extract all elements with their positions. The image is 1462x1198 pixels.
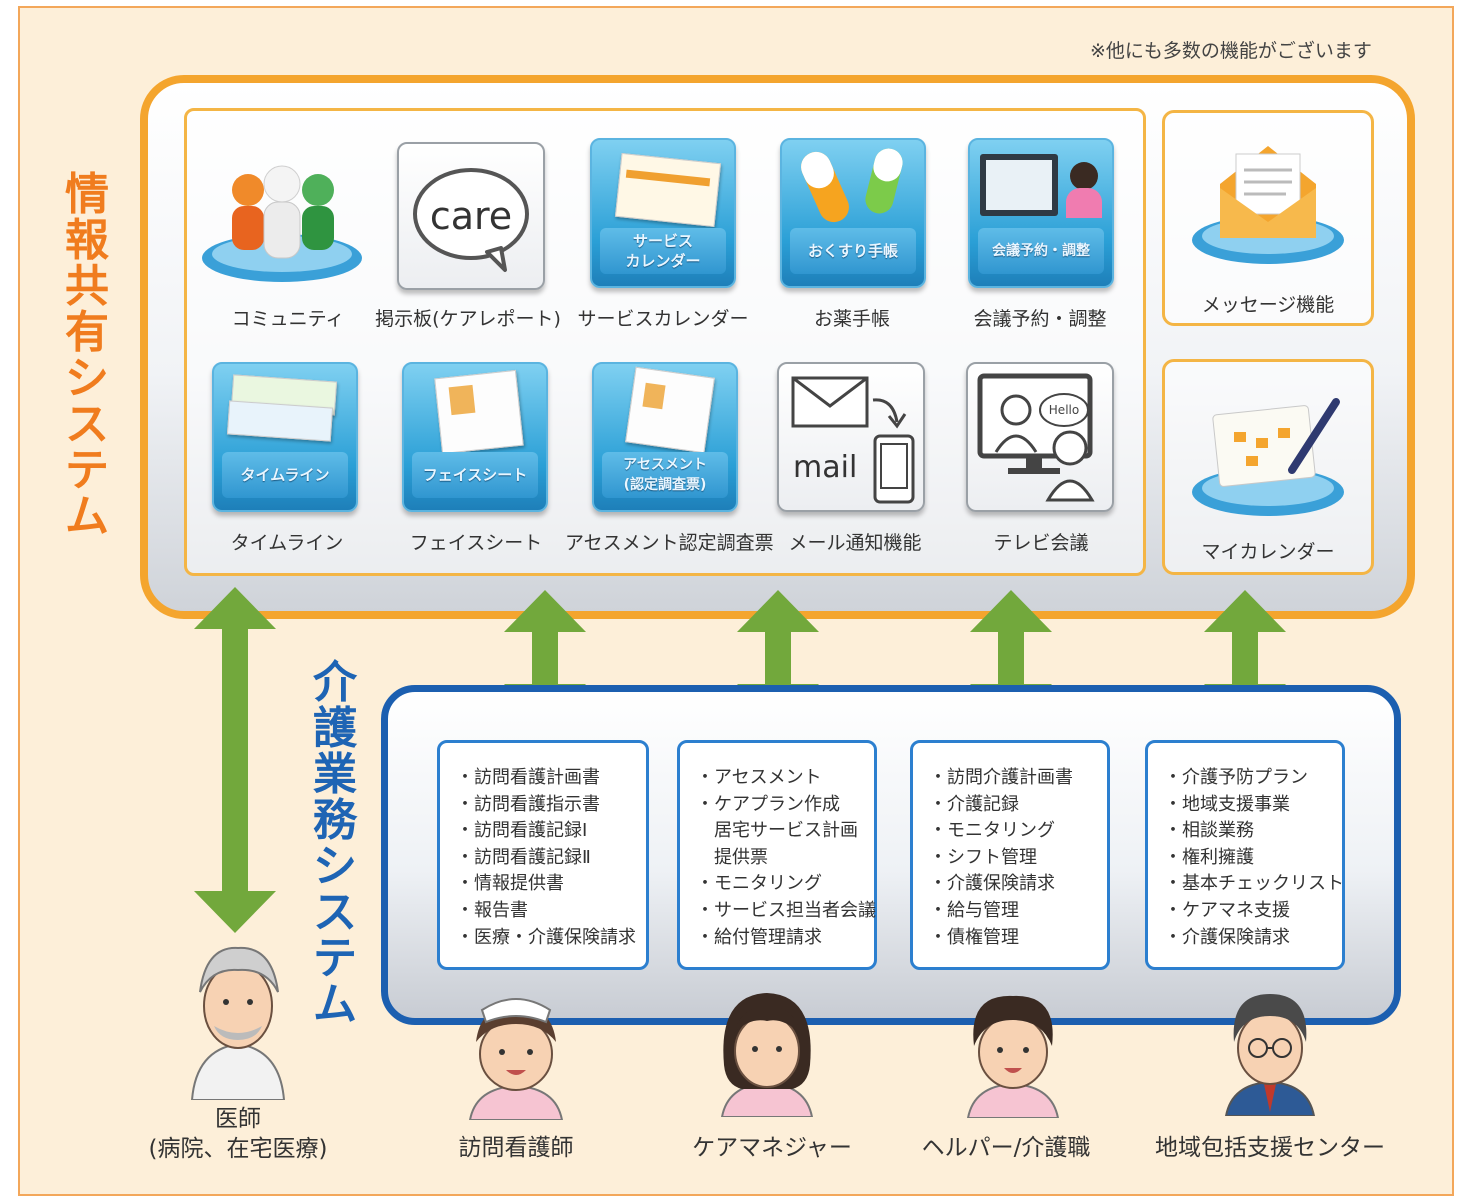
service-calendar-icon: サービス カレンダー xyxy=(590,138,736,288)
message-function-label: メッセージ機能 xyxy=(1201,294,1335,316)
meeting-icon-text: 会議予約・調整 xyxy=(978,228,1104,274)
list-item: ・ケアプラン作成 xyxy=(696,793,840,815)
community-label: コミュニティ xyxy=(231,308,345,330)
assessment-icon-line1: アセスメント xyxy=(623,457,707,473)
list-item: ・相談業務 xyxy=(1164,820,1254,842)
list-item: ・債権管理 xyxy=(929,926,1019,948)
list-item: ・シフト管理 xyxy=(929,846,1037,868)
list-item: ・給付管理請求 xyxy=(696,926,822,948)
helper-avatar xyxy=(958,990,1068,1119)
list-item: ・介護記録 xyxy=(929,793,1019,815)
service-calendar-label: サービスカレンダー xyxy=(577,308,749,330)
list-item: ・訪問看護指示書 xyxy=(456,793,600,815)
list-item: ・地域支援事業 xyxy=(1164,793,1290,815)
service-calendar-icon-line2: カレンダー xyxy=(625,252,701,270)
list-item: ・介護予防プラン xyxy=(1164,767,1308,788)
doctor-avatar xyxy=(186,940,290,1101)
list-item: ・アセスメント xyxy=(696,767,822,788)
nurse-function-list: ・訪問看護計画書 ・訪問看護指示書 ・訪問看護記録Ⅰ ・訪問看護記録Ⅱ ・情報提… xyxy=(437,740,649,970)
footnote: ※他にも多数の機能がございます xyxy=(1090,40,1372,62)
care-report-label: 掲示板(ケアレポート) xyxy=(375,308,561,330)
hello-bubble-text: Hello xyxy=(1048,403,1080,417)
list-item: ・訪問看護記録Ⅰ xyxy=(456,820,588,842)
face-sheet-icon-text: フェイスシート xyxy=(412,452,538,498)
list-item: ・モニタリング xyxy=(929,820,1055,842)
list-item: ・権利擁護 xyxy=(1164,846,1254,868)
nurse-avatar xyxy=(456,990,576,1121)
info-system-title-text: 情報共有システム xyxy=(65,169,109,542)
list-item: ・訪問看護記録Ⅱ xyxy=(456,846,591,868)
doctor-label: 医師 (病院、在宅医療) xyxy=(138,1104,338,1164)
list-item: ・ケアマネ支援 xyxy=(1164,899,1290,921)
meeting-reservation-icon: 会議予約・調整 xyxy=(968,138,1114,288)
care-system-title-text: 介護業務システム xyxy=(313,657,357,1030)
helper-label: ヘルパー/介護職 xyxy=(921,1135,1091,1161)
envelope-icon xyxy=(1186,124,1350,274)
medicine-notebook-label: お薬手帳 xyxy=(813,308,890,330)
medicine-icon-text: おくすり手帳 xyxy=(790,228,916,274)
assessment-label: アセスメント認定調査票 xyxy=(565,532,774,554)
list-item: ・訪問看護計画書 xyxy=(456,767,600,788)
service-calendar-icon-text: サービス カレンダー xyxy=(600,228,726,274)
info-system-title: 情報共有システム xyxy=(62,172,112,540)
timeline-label: タイムライン xyxy=(230,532,344,554)
doctor-label-sub: (病院、在宅医療) xyxy=(148,1136,328,1162)
list-item: ・医療・介護保険請求 xyxy=(456,926,636,948)
list-item: ・モニタリング xyxy=(696,873,822,895)
assessment-icon-line2: (認定調査票) xyxy=(623,477,707,493)
assessment-icon-text: アセスメント (認定調査票) xyxy=(602,452,728,498)
mail-notification-icon: mail xyxy=(777,362,925,512)
timeline-icon-text: タイムライン xyxy=(222,452,348,498)
care-manager-function-list: ・アセスメント ・ケアプラン作成 居宅サービス計画 提供票 ・モニタリング ・サ… xyxy=(677,740,877,970)
list-item: ・介護保険請求 xyxy=(1164,926,1290,948)
mail-icon-text: mail xyxy=(793,450,858,485)
support-center-function-list: ・介護予防プラン ・地域支援事業 ・相談業務 ・権利擁護 ・基本チェックリスト … xyxy=(1145,740,1345,970)
face-sheet-icon: フェイスシート xyxy=(402,362,548,512)
list-item: ・訪問介護計画書 xyxy=(929,767,1073,788)
list-item: ・報告書 xyxy=(456,899,528,921)
doctor-arrow xyxy=(194,587,276,933)
mail-notification-label: メール通知機能 xyxy=(788,532,922,554)
helper-function-list: ・訪問介護計画書 ・介護記録 ・モニタリング ・シフト管理 ・介護保険請求 ・給… xyxy=(910,740,1110,970)
list-item: ・サービス担当者会議 xyxy=(696,899,876,921)
support-center-label: 地域包括支援センター xyxy=(1155,1135,1385,1161)
meeting-reservation-label: 会議予約・調整 xyxy=(973,308,1107,330)
my-calendar-label: マイカレンダー xyxy=(1201,541,1335,563)
care-system-title: 介護業務システム xyxy=(310,660,360,1028)
visiting-nurse-label: 訪問看護師 xyxy=(458,1135,574,1161)
care-icon-text: care xyxy=(429,194,513,238)
care-manager-avatar xyxy=(712,985,822,1118)
medicine-icon: おくすり手帳 xyxy=(780,138,926,288)
list-item: ・給与管理 xyxy=(929,899,1019,921)
list-item: ・基本チェックリスト xyxy=(1164,873,1344,895)
video-conference-label: テレビ会議 xyxy=(993,532,1089,554)
face-sheet-label: フェイスシート xyxy=(409,532,543,554)
assessment-icon: アセスメント (認定調査票) xyxy=(592,362,738,512)
list-item: 提供票 xyxy=(696,846,768,868)
community-icon xyxy=(200,150,364,290)
service-calendar-icon-line1: サービス xyxy=(632,232,693,250)
my-calendar-icon xyxy=(1186,376,1350,526)
care-manager-label: ケアマネジャー xyxy=(692,1135,852,1161)
list-item: ・介護保険請求 xyxy=(929,873,1055,895)
doctor-label-main: 医師 xyxy=(215,1106,261,1132)
care-bubble-icon: care xyxy=(397,142,545,290)
support-staff-avatar xyxy=(1218,988,1322,1117)
video-conference-icon: Hello xyxy=(966,362,1114,512)
list-item: 居宅サービス計画 xyxy=(696,820,858,842)
list-item: ・情報提供書 xyxy=(456,873,564,895)
timeline-icon: タイムライン xyxy=(212,362,358,512)
